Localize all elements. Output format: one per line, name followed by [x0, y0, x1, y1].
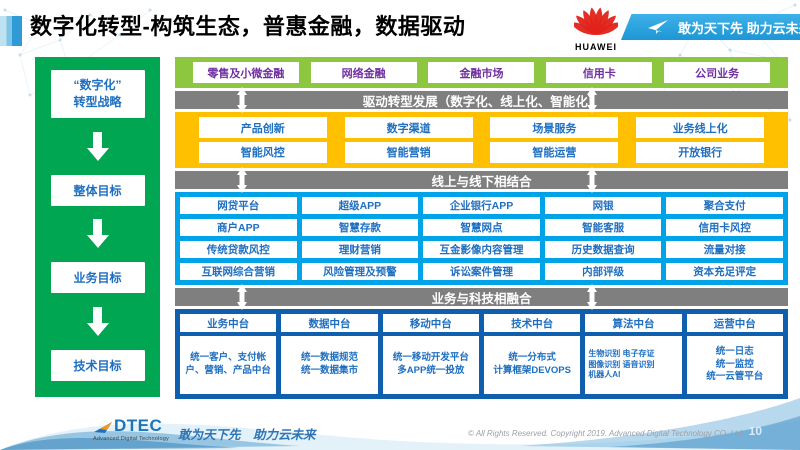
- double-arrow-icon: [237, 167, 247, 193]
- business-line-cell: 金融市场: [428, 62, 535, 83]
- strategy-step: 业务目标: [50, 262, 145, 294]
- transform-cell: 智能营销: [344, 141, 473, 163]
- capability-cell: 超级APP: [301, 197, 419, 214]
- capability-cell: 历史数据查询: [544, 241, 662, 258]
- banner-slogan: 敢为天下先 助力云未来: [678, 20, 800, 36]
- flow-diagram: 零售及小微金融 网络金融 金融市场 信用卡 公司业务 驱动转型发展（数字化、线上…: [175, 57, 788, 399]
- capability-cell: 网贷平台: [180, 197, 297, 214]
- transform-cell: 场景服务: [490, 117, 619, 139]
- platform-title: 移动中台: [382, 314, 479, 332]
- capability-cell: 资本充足评定: [666, 263, 783, 280]
- capability-cell: 商户APP: [180, 219, 297, 236]
- double-arrow-icon: [237, 284, 247, 310]
- double-arrow-icon: [587, 167, 597, 193]
- platform-body: 统一客户、支付帐户、营销、产品中台: [180, 336, 277, 394]
- paper-plane-icon: [648, 19, 669, 34]
- title-accent-bar: [0, 16, 22, 46]
- platform-body: 统一数据规范 统一数据集市: [281, 336, 378, 394]
- footer-slogan: 敢为天下先 助力云未来: [178, 428, 316, 442]
- platform-body: 统一分布式 计算框架DEVOPS: [483, 336, 581, 394]
- adtec-logo: DTEC Advanced Digital Technology: [93, 416, 203, 442]
- page-number: 10: [748, 424, 762, 438]
- capability-cell: 理财营销: [301, 241, 419, 258]
- capability-cell: 传统贷款风控: [180, 241, 297, 258]
- bar-label: 线上与线下相结合: [431, 174, 532, 189]
- capability-cell: 信用卡风控: [666, 219, 783, 236]
- page-title: 数字化转型-构筑生态，普惠金融，数据驱动: [30, 14, 466, 39]
- transform-cell: 产品创新: [198, 117, 327, 139]
- business-line-cell: 信用卡: [546, 62, 653, 83]
- platform-column: 运营中台 统一日志 统一监控 统一云管平台: [686, 314, 783, 394]
- platform-body: 生物识别 电子存证 图像识别 语音识别 机器人AI: [585, 336, 682, 394]
- platform-body: 统一移动开发平台 多APP统一投放: [382, 336, 479, 394]
- capability-band: 网贷平台 超级APP 企业银行APP 网银 聚合支付 商户APP 智慧存款 智慧…: [175, 192, 788, 285]
- adtec-arrow-icon: [94, 422, 112, 433]
- business-lines-band: 零售及小微金融 网络金融 金融市场 信用卡 公司业务: [175, 57, 788, 88]
- platform-column: 算法中台 生物识别 电子存证 图像识别 语音识别 机器人AI: [585, 314, 682, 394]
- capability-cell: 智慧网点: [423, 219, 540, 236]
- strategy-panel: “数字化” 转型战略 整体目标 业务目标 技术目标: [35, 57, 160, 397]
- copyright-text: © All Rights Reserved. Copyright 2019. A…: [468, 429, 742, 438]
- down-arrow-icon: [86, 131, 109, 161]
- strategy-step: “数字化” 转型战略: [50, 70, 145, 118]
- drive-transform-bar: 驱动转型发展（数字化、线上化、智能化）: [175, 87, 788, 113]
- platform-title: 数据中台: [281, 314, 378, 332]
- platform-column: 移动中台 统一移动开发平台 多APP统一投放: [382, 314, 479, 394]
- transform-band: 产品创新 数字渠道 场景服务 业务线上化 智能风控 智能营销 智能运营 开放银行: [175, 112, 788, 168]
- transform-cell: 数字渠道: [344, 117, 473, 139]
- capability-cell: 互联网综合营销: [180, 263, 297, 280]
- huawei-logo: HUAWEI: [571, 4, 621, 52]
- down-arrow-icon: [86, 307, 109, 337]
- capability-cell: 诉讼案件管理: [423, 263, 540, 280]
- huawei-flower-icon: [571, 7, 621, 35]
- business-line-cell: 公司业务: [664, 62, 771, 83]
- business-line-cell: 网络金融: [310, 62, 417, 83]
- capability-cell: 流量对接: [666, 241, 783, 258]
- double-arrow-icon: [587, 284, 597, 310]
- bar-label: 驱动转型发展（数字化、线上化、智能化）: [362, 94, 601, 109]
- online-offline-bar: 线上与线下相结合: [175, 167, 788, 193]
- platform-column: 技术中台 统一分布式 计算框架DEVOPS: [483, 314, 581, 394]
- platform-column: 数据中台 统一数据规范 统一数据集市: [281, 314, 378, 394]
- down-arrow-icon: [86, 219, 109, 249]
- transform-cell: 开放银行: [636, 141, 765, 163]
- slogan-banner: 敢为天下先 助力云未来: [621, 14, 800, 40]
- transform-cell: 业务线上化: [636, 117, 765, 139]
- platform-band: 业务中台 统一客户、支付帐户、营销、产品中台 数据中台 统一数据规范 统一数据集…: [175, 309, 788, 399]
- transform-cell: 智能风控: [198, 141, 327, 163]
- adtec-subtitle: Advanced Digital Technology: [93, 436, 169, 442]
- capability-cell: 互金影像内容管理: [423, 241, 540, 258]
- business-line-cell: 零售及小微金融: [192, 62, 299, 83]
- capability-cell: 风险管理及预警: [301, 263, 419, 280]
- strategy-step: 整体目标: [50, 174, 145, 206]
- adtec-wordmark: DTEC: [114, 416, 163, 435]
- double-arrow-icon: [237, 87, 247, 113]
- capability-cell: 企业银行APP: [423, 197, 540, 214]
- double-arrow-icon: [587, 87, 597, 113]
- platform-title: 技术中台: [483, 314, 581, 332]
- platform-body: 统一日志 统一监控 统一云管平台: [686, 336, 783, 394]
- strategy-step: 技术目标: [50, 349, 145, 381]
- capability-cell: 内部评级: [544, 263, 662, 280]
- tech-fusion-bar: 业务与科技相融合: [175, 284, 788, 310]
- platform-title: 算法中台: [585, 314, 682, 332]
- huawei-wordmark: HUAWEI: [575, 42, 617, 52]
- platform-title: 业务中台: [180, 314, 277, 332]
- platform-column: 业务中台 统一客户、支付帐户、营销、产品中台: [180, 314, 277, 394]
- capability-cell: 智慧存款: [301, 219, 419, 236]
- capability-cell: 聚合支付: [666, 197, 783, 214]
- capability-cell: 智能客服: [544, 219, 662, 236]
- bar-label: 业务与科技相融合: [431, 291, 532, 306]
- capability-cell: 网银: [544, 197, 662, 214]
- transform-cell: 智能运营: [490, 141, 619, 163]
- platform-title: 运营中台: [686, 314, 783, 332]
